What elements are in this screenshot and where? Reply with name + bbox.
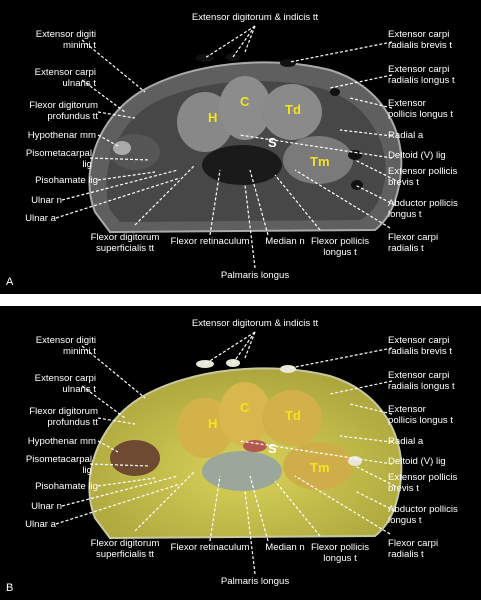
label-extensor-carpi-radialis-brevis-b: Extensor carpi radialis brevis t xyxy=(388,335,452,357)
label-pisohamate: Pisohamate lig xyxy=(35,175,98,186)
label-flexor-carpi-radialis: Flexor carpi radialis t xyxy=(388,232,439,254)
carpal-tunnel-shape xyxy=(202,145,282,185)
capitate-shape xyxy=(219,76,271,140)
label-pisometacarpal-b: Pisometacarpal lig xyxy=(25,454,92,476)
bone-label-hamate-b: H xyxy=(208,416,218,431)
panel-letter-a: A xyxy=(6,276,14,288)
label-hypothenar: Hypothenar mm xyxy=(27,130,96,141)
bone-label-trapezoid-b: Td xyxy=(285,408,301,423)
label-flexor-retinaculum: Flexor retinaculum xyxy=(170,236,250,247)
label-flexor-digitorum-superficialis: Flexor digitorum superficialis tt xyxy=(90,232,160,254)
label-abductor-pollicis-longus: Abductor pollicis longus t xyxy=(388,198,458,220)
label-ulnar-a-b: Ulnar a xyxy=(25,519,56,530)
label-ulnar-n-b: Ulnar n xyxy=(31,501,62,512)
label-extensor-carpi-ulnaris: Extensor carpi ulnaris t xyxy=(34,67,96,89)
leader-lines-a xyxy=(55,25,396,269)
label-median-n-b: Median n xyxy=(265,542,305,553)
label-extensor-digiti-minimi: Extensor digiti minimi t xyxy=(35,29,96,51)
label-median-n: Median n xyxy=(265,236,305,247)
leader-lines-b xyxy=(55,331,396,575)
bone-label-trapezoid: Td xyxy=(285,102,301,117)
mri-cross-section xyxy=(55,25,403,269)
bone-label-trapezium-b: Tm xyxy=(310,460,330,475)
label-ulnar-n: Ulnar n xyxy=(31,195,62,206)
label-extensor-pollicis-brevis-b: Extensor pollicis brevis t xyxy=(388,472,458,494)
label-palmaris-longus: Palmaris longus xyxy=(220,270,290,281)
label-flexor-retinaculum-b: Flexor retinaculum xyxy=(170,542,250,553)
trapezoid-shape xyxy=(262,84,322,140)
label-flexor-digitorum-profundus-b: Flexor digitorum profundus tt xyxy=(29,406,98,428)
bone-label-capitate-b: C xyxy=(240,400,250,415)
bone-label-capitate: C xyxy=(240,94,250,109)
label-extensor-pollicis-longus: Extensor pollicis longus t xyxy=(388,98,454,120)
label-extensor-carpi-ulnaris-b: Extensor carpi ulnaris t xyxy=(34,373,96,395)
label-extensor-pollicis-brevis: Extensor pollicis brevis t xyxy=(388,166,458,188)
label-flexor-pollicis-longus: Flexor pollicis longus t xyxy=(310,236,370,258)
label-extensor-digitorum-indicis-b: Extensor digitorum & indicis tt xyxy=(191,318,319,329)
label-flexor-digitorum-superficialis-b: Flexor digitorum superficialis tt xyxy=(90,538,160,560)
hamate-shape xyxy=(177,92,233,152)
anatomic-cross-section xyxy=(55,331,403,575)
bone-label-trapezium: Tm xyxy=(310,154,330,169)
bone-label-scaphoid-b: S xyxy=(268,441,277,456)
bone-label-hamate: H xyxy=(208,110,218,125)
label-deltoid-lig: Deltoid (V) lig xyxy=(388,150,446,161)
trapezium-shape xyxy=(283,136,353,184)
label-pisometacarpal: Pisometacarpal lig xyxy=(25,148,92,170)
label-palmaris-longus-b: Palmaris longus xyxy=(220,576,290,587)
label-extensor-carpi-radialis-longus: Extensor carpi radialis longus t xyxy=(388,64,455,86)
label-extensor-pollicis-longus-b: Extensor pollicis longus t xyxy=(388,404,454,426)
label-extensor-carpi-radialis-longus-b: Extensor carpi radialis longus t xyxy=(388,370,455,392)
label-flexor-digitorum-profundus: Flexor digitorum profundus tt xyxy=(29,100,98,122)
label-extensor-digitorum-indicis: Extensor digitorum & indicis tt xyxy=(191,12,319,23)
label-deltoid-lig-b: Deltoid (V) lig xyxy=(388,456,446,467)
panel-a-mri: Extensor digitorum & indicis tt Extensor… xyxy=(0,0,481,294)
label-hypothenar-b: Hypothenar mm xyxy=(27,436,96,447)
label-extensor-digiti-minimi-b: Extensor digiti minimi t xyxy=(35,335,96,357)
panel-b-anatomic: Extensor digitorum & indicis tt Extensor… xyxy=(0,306,481,600)
bone-label-scaphoid: S xyxy=(268,135,277,150)
label-abductor-pollicis-longus-b: Abductor pollicis longus t xyxy=(388,504,458,526)
label-flexor-carpi-radialis-b: Flexor carpi radialis t xyxy=(388,538,439,560)
label-pisohamate-b: Pisohamate lig xyxy=(35,481,98,492)
panel-letter-b: B xyxy=(6,582,14,594)
label-flexor-pollicis-longus-b: Flexor pollicis longus t xyxy=(310,542,370,564)
label-ulnar-a: Ulnar a xyxy=(25,213,56,224)
label-extensor-carpi-radialis-brevis: Extensor carpi radialis brevis t xyxy=(388,29,452,51)
label-radial-a: Radial a xyxy=(388,130,424,141)
label-radial-a-b: Radial a xyxy=(388,436,424,447)
